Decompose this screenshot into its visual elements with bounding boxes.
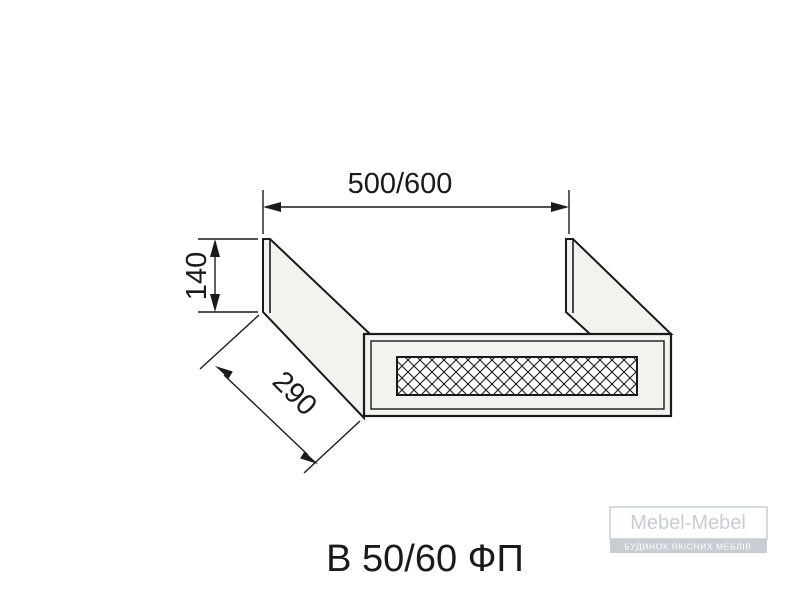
watermark-tagline-bar [610,539,767,553]
depth-arrow-front [300,451,318,464]
watermark-logo: Mebel-Mebel БУДИНОК ЯКІСНИХ МЕБЛІВ [609,506,768,553]
width-arrow-right [551,202,569,212]
depth-arrow-back [215,366,233,379]
height-arrow-top [210,239,220,257]
watermark-tagline: БУДИНОК ЯКІСНИХ МЕБЛІВ [624,542,751,552]
height-label: 140 [181,252,213,300]
height-arrow-bottom [210,294,220,312]
depth-label: 290 [266,365,323,422]
width-label: 500/600 [348,168,453,200]
lattice-insert [396,356,638,396]
depth-dimension-line [223,374,309,456]
right-side-panel [565,238,674,335]
model-caption: В 50/60 ФП [326,538,524,580]
depth-extension-back [199,314,260,370]
depth-extension-front [303,420,361,474]
width-arrow-left [263,202,281,212]
watermark-name: Mebel-Mebel [630,512,746,534]
